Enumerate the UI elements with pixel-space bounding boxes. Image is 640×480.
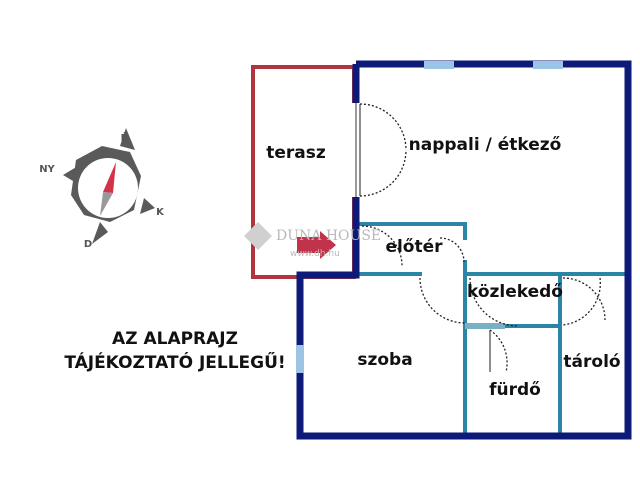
compass-needle-north-icon [103, 162, 116, 193]
compass-label-east: K [156, 207, 165, 218]
room-label-eloter: előtér [385, 237, 443, 257]
door-furdo [489, 329, 508, 373]
door-terrace-double [359, 103, 407, 197]
disclaimer-note: AZ ALAPRAJZ TÁJÉKOZTATÓ JELLEGŰ! [40, 327, 310, 375]
compass-needle-south-icon [100, 192, 113, 216]
outer-walls [296, 60, 632, 440]
watermark-url: www.dh.hu [290, 249, 340, 259]
watermark-brand: DUNA HOUSE [276, 228, 381, 244]
window-top-right [533, 61, 563, 69]
room-label-nappali: nappali / étkező [409, 135, 562, 155]
compass-rose-icon: É NY K D [39, 128, 165, 250]
room-label-furdo: fürdő [489, 380, 541, 400]
inner-door-frame [465, 323, 505, 329]
compass-label-west: NY [39, 164, 55, 175]
window-west [296, 345, 304, 373]
room-label-kozlekedo: közlekedő [467, 282, 563, 302]
door-tarolo [562, 277, 606, 326]
house-logo-icon [244, 222, 272, 250]
window-top-left [424, 61, 454, 69]
room-label-szoba: szoba [357, 350, 412, 370]
disclaimer-line-2: TÁJÉKOZTATÓ JELLEGŰ! [64, 353, 286, 373]
room-label-terasz: terasz [266, 143, 326, 163]
door-szoba [419, 277, 466, 324]
door-kozlekedo [469, 277, 519, 327]
door-eloter-nappali [439, 237, 465, 263]
compass-label-north: É [121, 131, 128, 144]
compass-label-south: D [84, 239, 92, 250]
watermark: DUNA HOUSE www.dh.hu [244, 222, 381, 259]
disclaimer-line-1: AZ ALAPRAJZ [112, 329, 238, 349]
room-label-tarolo: tároló [563, 352, 620, 372]
entry-arrow-icon [297, 231, 336, 259]
